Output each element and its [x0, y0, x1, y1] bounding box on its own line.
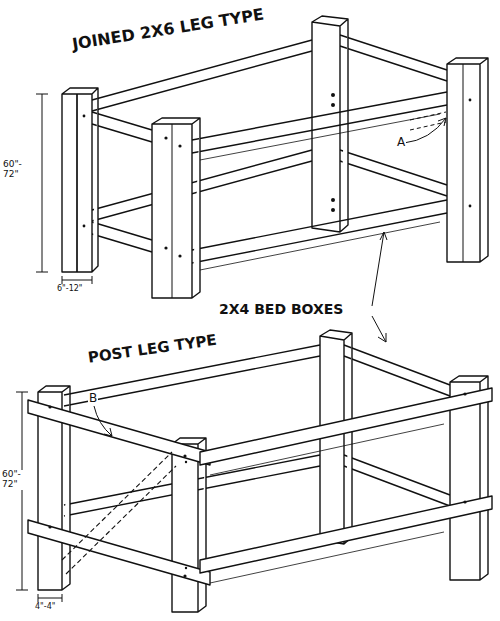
view-title: JOINED 2X6 LEG TYPE	[70, 5, 266, 53]
dimension-label: 6"-12"	[56, 285, 84, 294]
part-label: 2X4 BED BOXES	[218, 302, 344, 317]
dimension-label: 60"- 72"	[1, 470, 25, 490]
callout-letter: A	[396, 136, 406, 149]
dimension-label: 60"- 72"	[2, 160, 34, 180]
dimension-label: 4"-4"	[34, 603, 56, 612]
callout-letter: B	[88, 392, 98, 405]
view-title: POST LEG TYPE	[86, 332, 219, 367]
joined-leg-frame	[36, 16, 488, 298]
post-leg-frame	[16, 330, 492, 612]
bed-box-leaders	[372, 232, 387, 342]
